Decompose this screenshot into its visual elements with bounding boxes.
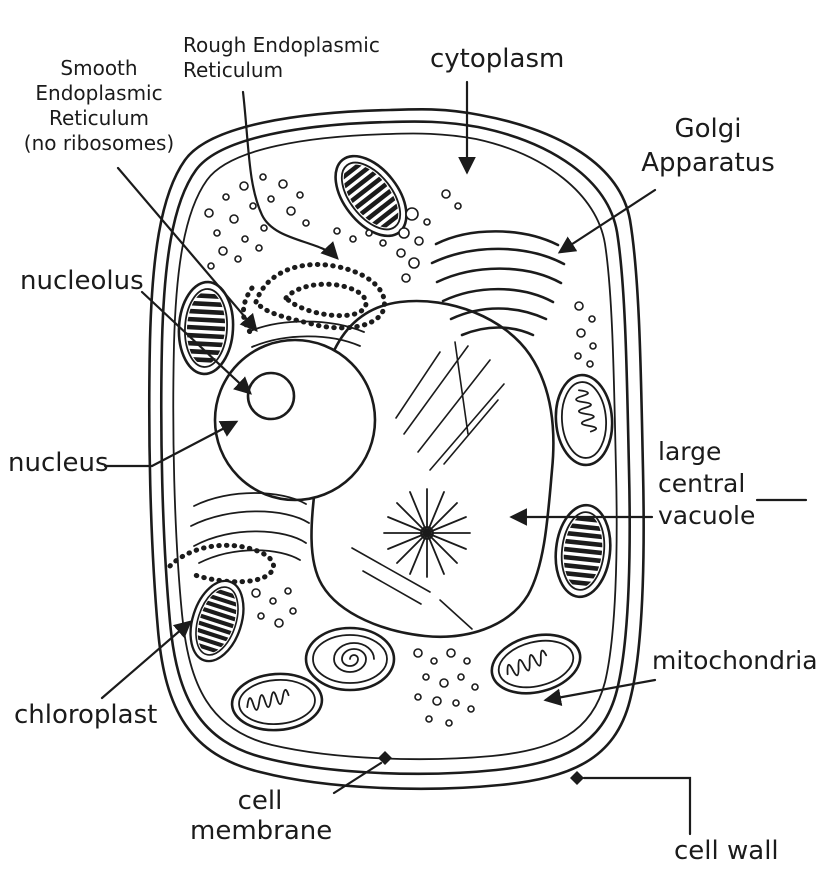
cell-membrane-marker-diamond	[378, 751, 392, 765]
vacuole-starburst	[383, 488, 471, 578]
label-line: Reticulum	[48, 106, 150, 130]
rough-er-shape	[241, 262, 387, 335]
label-line: central	[658, 469, 746, 498]
cell-wall-pointer-line	[582, 776, 692, 836]
label-line: membrane	[190, 816, 333, 846]
label-line: Golgi	[674, 114, 742, 144]
smooth-er-pointer-line	[116, 166, 258, 333]
golgi-apparatus-shape	[430, 230, 566, 337]
label-line: Apparatus	[641, 148, 775, 178]
label-mitochondria: mitochondria	[652, 646, 818, 675]
leader-lines	[100, 80, 808, 836]
chloroplast-shape	[181, 574, 253, 668]
label-nucleus: nucleus	[8, 448, 109, 478]
spiral-vesicle-shape	[304, 626, 396, 692]
label-cell-wall: cell wall	[674, 836, 779, 866]
golgi-pointer-line	[557, 188, 657, 254]
label-line: cell	[237, 786, 283, 816]
mitochondria-pointer-line	[543, 678, 657, 706]
label-central-vacuole: large central vacuole	[658, 436, 755, 532]
central-vacuole-shape	[310, 299, 555, 638]
label-line: Smooth	[60, 56, 138, 80]
nucleolus-shape	[246, 371, 296, 421]
smooth-er-shape	[247, 320, 365, 348]
label-smooth-er: Smooth Endoplasmic Reticulum (no ribosom…	[10, 56, 188, 156]
ribosome-dots	[204, 173, 597, 727]
cell-membrane-shape	[172, 132, 618, 761]
label-chloroplast: chloroplast	[14, 700, 158, 730]
nucleus-shape	[213, 338, 377, 502]
mitochondrion-shape	[551, 371, 617, 469]
smooth-er-lower-shape	[167, 492, 310, 585]
rough-er-pointer-line	[241, 90, 339, 260]
label-line: Rough Endoplasmic	[183, 33, 380, 57]
label-cell-membrane: cell membrane	[190, 786, 333, 846]
label-nucleolus: nucleolus	[20, 266, 144, 296]
mitochondrion-shape	[228, 669, 326, 735]
nucleus-pointer-line	[103, 420, 239, 468]
label-line: Endoplasmic	[35, 81, 163, 105]
vacuole-crystals	[351, 341, 505, 630]
label-rough-er: Rough Endoplasmic Reticulum	[183, 33, 403, 83]
mitochondrion-shape	[484, 624, 588, 704]
label-line: (no ribosomes)	[23, 131, 175, 155]
cell-wall-shape	[147, 108, 645, 791]
label-golgi-apparatus: Golgi Apparatus	[640, 112, 776, 180]
chloroplast-pointer-line	[100, 620, 192, 700]
label-line: vacuole	[658, 501, 756, 530]
label-line: Reticulum	[183, 58, 284, 82]
cell-wall-marker-diamond	[570, 771, 584, 785]
label-line: large	[658, 437, 722, 466]
label-cytoplasm: cytoplasm	[430, 44, 565, 74]
cell-membrane-pointer-line	[332, 761, 383, 795]
nucleolus-pointer-line	[140, 290, 252, 395]
